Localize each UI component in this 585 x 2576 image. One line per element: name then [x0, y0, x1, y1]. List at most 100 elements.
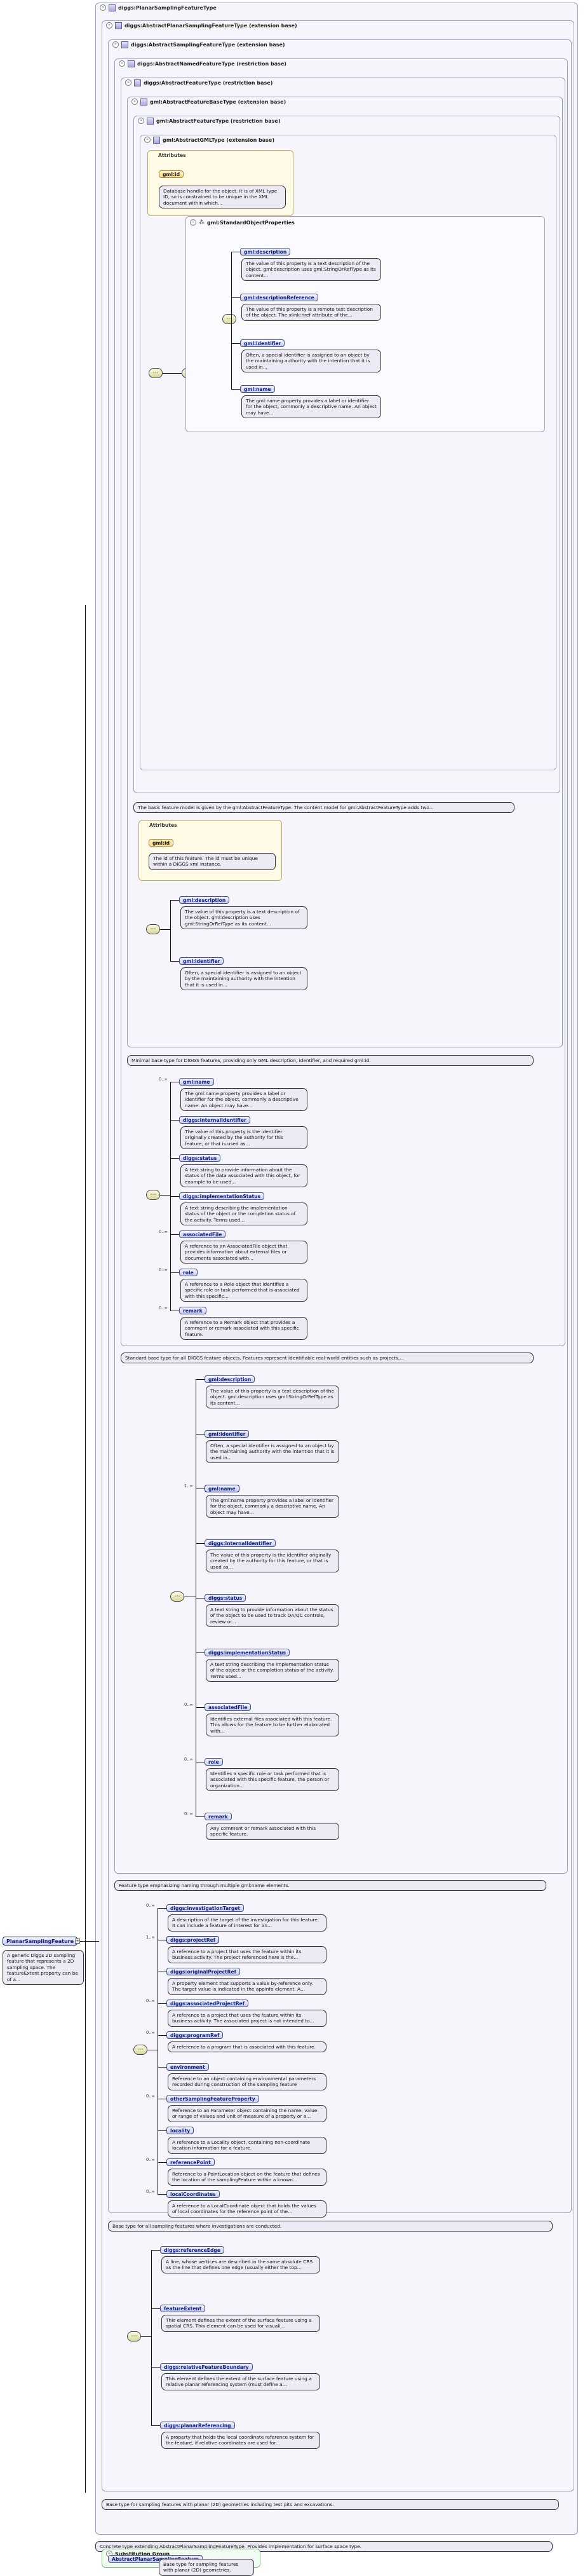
connector [231, 389, 240, 390]
collapse-toggle[interactable]: – [190, 219, 196, 226]
connector [196, 1543, 205, 1544]
connector [158, 2130, 166, 2131]
collapse-toggle[interactable]: – [112, 41, 119, 48]
element-gml-description[interactable]: gml:description [205, 1375, 255, 1383]
element-diggs-status[interactable]: diggs:status [205, 1594, 246, 1602]
cardinality-label: 0..∞ [146, 2094, 155, 2099]
element-doc: A reference to a Remark object that prov… [180, 1317, 307, 1340]
element-doc: A property that holds the local coordina… [161, 2432, 320, 2449]
element-associatedfile[interactable]: associatedFile [205, 1703, 252, 1711]
root-element-doc: A generic Diggs 2D sampling feature that… [3, 1950, 84, 1986]
cardinality-label: 0..∞ [184, 1811, 193, 1816]
abstract-feature-caption: Minimal base type for DIGGS features, pr… [127, 1055, 534, 1067]
collapse-toggle[interactable]: – [125, 79, 131, 86]
group-title: gml:StandardObjectProperties [207, 219, 295, 226]
element-othersamplingfeatureproperty[interactable]: otherSamplingFeatureProperty [166, 2095, 259, 2102]
element-environment[interactable]: environment [166, 2063, 209, 2071]
element-featureextent[interactable]: featureExtent [160, 2305, 206, 2312]
element-diggs-originalprojectref[interactable]: diggs:originalProjectRef [166, 1968, 240, 1975]
connector [170, 1196, 179, 1197]
connector [158, 2035, 166, 2036]
root-element-planar-sampling-feature[interactable]: PlanarSamplingFeature [3, 1937, 78, 1946]
element-diggs-internalidentifier[interactable]: diggs:internalIdentifier [179, 1116, 250, 1124]
collapse-toggle[interactable]: – [106, 22, 112, 29]
sequence-icon[interactable]: ⋯ [133, 2045, 147, 2055]
element-localcoordinates[interactable]: localCoordinates [166, 2190, 220, 2198]
element-remark[interactable]: remark [205, 1813, 232, 1820]
element-doc: This element defines the extent of the s… [161, 2373, 320, 2390]
sequence-icon[interactable]: ⋯ [146, 924, 160, 934]
type-title: gml:AbstractFeatureType (restriction bas… [156, 118, 281, 124]
attributes-title: Attributes [149, 822, 177, 828]
element-associatedfile[interactable]: associatedFile [179, 1230, 226, 1238]
connector [151, 2250, 160, 2251]
collapse-toggle[interactable]: – [119, 60, 125, 67]
element-role[interactable]: role [179, 1269, 198, 1276]
element-doc: Reference to an object containing enviro… [168, 2073, 326, 2090]
element-gml-identifier[interactable]: gml:identifier [205, 1430, 250, 1438]
substitution-group-title: Substitution Group [115, 2551, 170, 2557]
connector [170, 1120, 179, 1121]
element-diggs-investigationtarget[interactable]: diggs:investigationTarget [166, 1904, 245, 1912]
sequence-icon[interactable]: ⋯ [170, 1591, 184, 1602]
element-diggs-relativefeatureboundary[interactable]: diggs:relativeFeatureBoundary [160, 2363, 253, 2371]
element-diggs-planarreferencing[interactable]: diggs:planarReferencing [160, 2422, 235, 2429]
element-doc: The value of this property is the identi… [180, 1126, 307, 1150]
element-referencepoint[interactable]: referencePoint [166, 2158, 215, 2166]
connector [151, 2425, 160, 2426]
collapse-toggle[interactable]: – [131, 99, 138, 105]
expand-toggle[interactable]: + [75, 1939, 80, 1944]
element-gml-descriptionreference[interactable]: gml:descriptionReference [240, 294, 318, 301]
abstract-sampling-caption: Feature type emphasizing naming through … [114, 1880, 546, 1891]
element-gml-identifier[interactable]: gml:identifier [179, 957, 224, 965]
element-diggs-internalidentifier[interactable]: diggs:internalIdentifier [205, 1539, 276, 1547]
element-diggs-implementationstatus[interactable]: diggs:implementationStatus [205, 1649, 290, 1656]
element-locality[interactable]: locality [166, 2127, 194, 2134]
element-gml-name[interactable]: gml:name [240, 385, 275, 393]
element-diggs-associatedprojectref[interactable]: diggs:associatedProjectRef [166, 2000, 249, 2007]
attribute-gml-id[interactable]: gml:id [149, 839, 174, 847]
element-diggs-referenceedge[interactable]: diggs:referenceEdge [160, 2246, 224, 2254]
element-doc: A reference to an AssociatedFile object … [180, 1241, 307, 1264]
element-doc: A reference to a project that uses the f… [168, 2010, 326, 2027]
element-doc: Any comment or remark associated with th… [206, 1823, 339, 1840]
root-connector [80, 1941, 99, 1942]
sequence-icon[interactable]: ⋯ [149, 368, 163, 378]
element-role[interactable]: role [205, 1758, 223, 1766]
cardinality-label: 0..∞ [159, 1077, 168, 1082]
element-gml-name[interactable]: gml:name [205, 1485, 239, 1492]
cardinality-label: 0..∞ [159, 1229, 168, 1234]
connector [160, 929, 170, 930]
attribute-doc: Database handle for the object. It is of… [159, 186, 286, 209]
element-gml-identifier[interactable]: gml:identifier [240, 339, 285, 347]
sequence-icon[interactable]: ⋯ [222, 314, 236, 324]
element-doc: A text string describing the implementat… [180, 1203, 307, 1226]
attribute-gml-id[interactable]: gml:id [159, 170, 184, 178]
element-doc: Identifies external files associated wit… [206, 1714, 339, 1737]
cardinality-label: 0..∞ [146, 2189, 155, 2194]
type-title: diggs:AbstractSamplingFeatureType (exten… [131, 41, 285, 48]
cardinality-label: 0..∞ [184, 1757, 193, 1762]
element-diggs-implementationstatus[interactable]: diggs:implementationStatus [179, 1192, 265, 1200]
attributes-box: Attributes [138, 820, 282, 881]
element-diggs-programref[interactable]: diggs:programRef [166, 2031, 224, 2039]
connector [141, 2336, 151, 2337]
element-doc: The gml:name property provides a label o… [180, 1088, 307, 1112]
complex-type-icon [140, 98, 147, 106]
collapse-toggle[interactable]: – [100, 4, 106, 11]
sequence-icon[interactable]: ⋯ [127, 2331, 141, 2341]
element-gml-description[interactable]: gml:description [240, 248, 291, 256]
collapse-toggle[interactable]: – [144, 137, 151, 143]
element-gml-name[interactable]: gml:name [179, 1078, 214, 1086]
sequence-spine [151, 2250, 152, 2425]
collapse-toggle[interactable]: – [138, 118, 144, 124]
connector [160, 1195, 170, 1196]
element-doc: Often, a special identifier is assigned … [206, 1440, 339, 1464]
element-diggs-status[interactable]: diggs:status [179, 1154, 221, 1162]
element-diggs-projectref[interactable]: diggs:projectRef [166, 1936, 220, 1944]
sequence-icon[interactable]: ⋯ [146, 1190, 160, 1200]
element-remark[interactable]: remark [179, 1307, 206, 1314]
element-gml-description[interactable]: gml:description [179, 896, 230, 904]
attribute-doc: The id of this feature. The id must be u… [149, 853, 276, 870]
element-doc: The gml:name property provides a label o… [241, 395, 381, 419]
